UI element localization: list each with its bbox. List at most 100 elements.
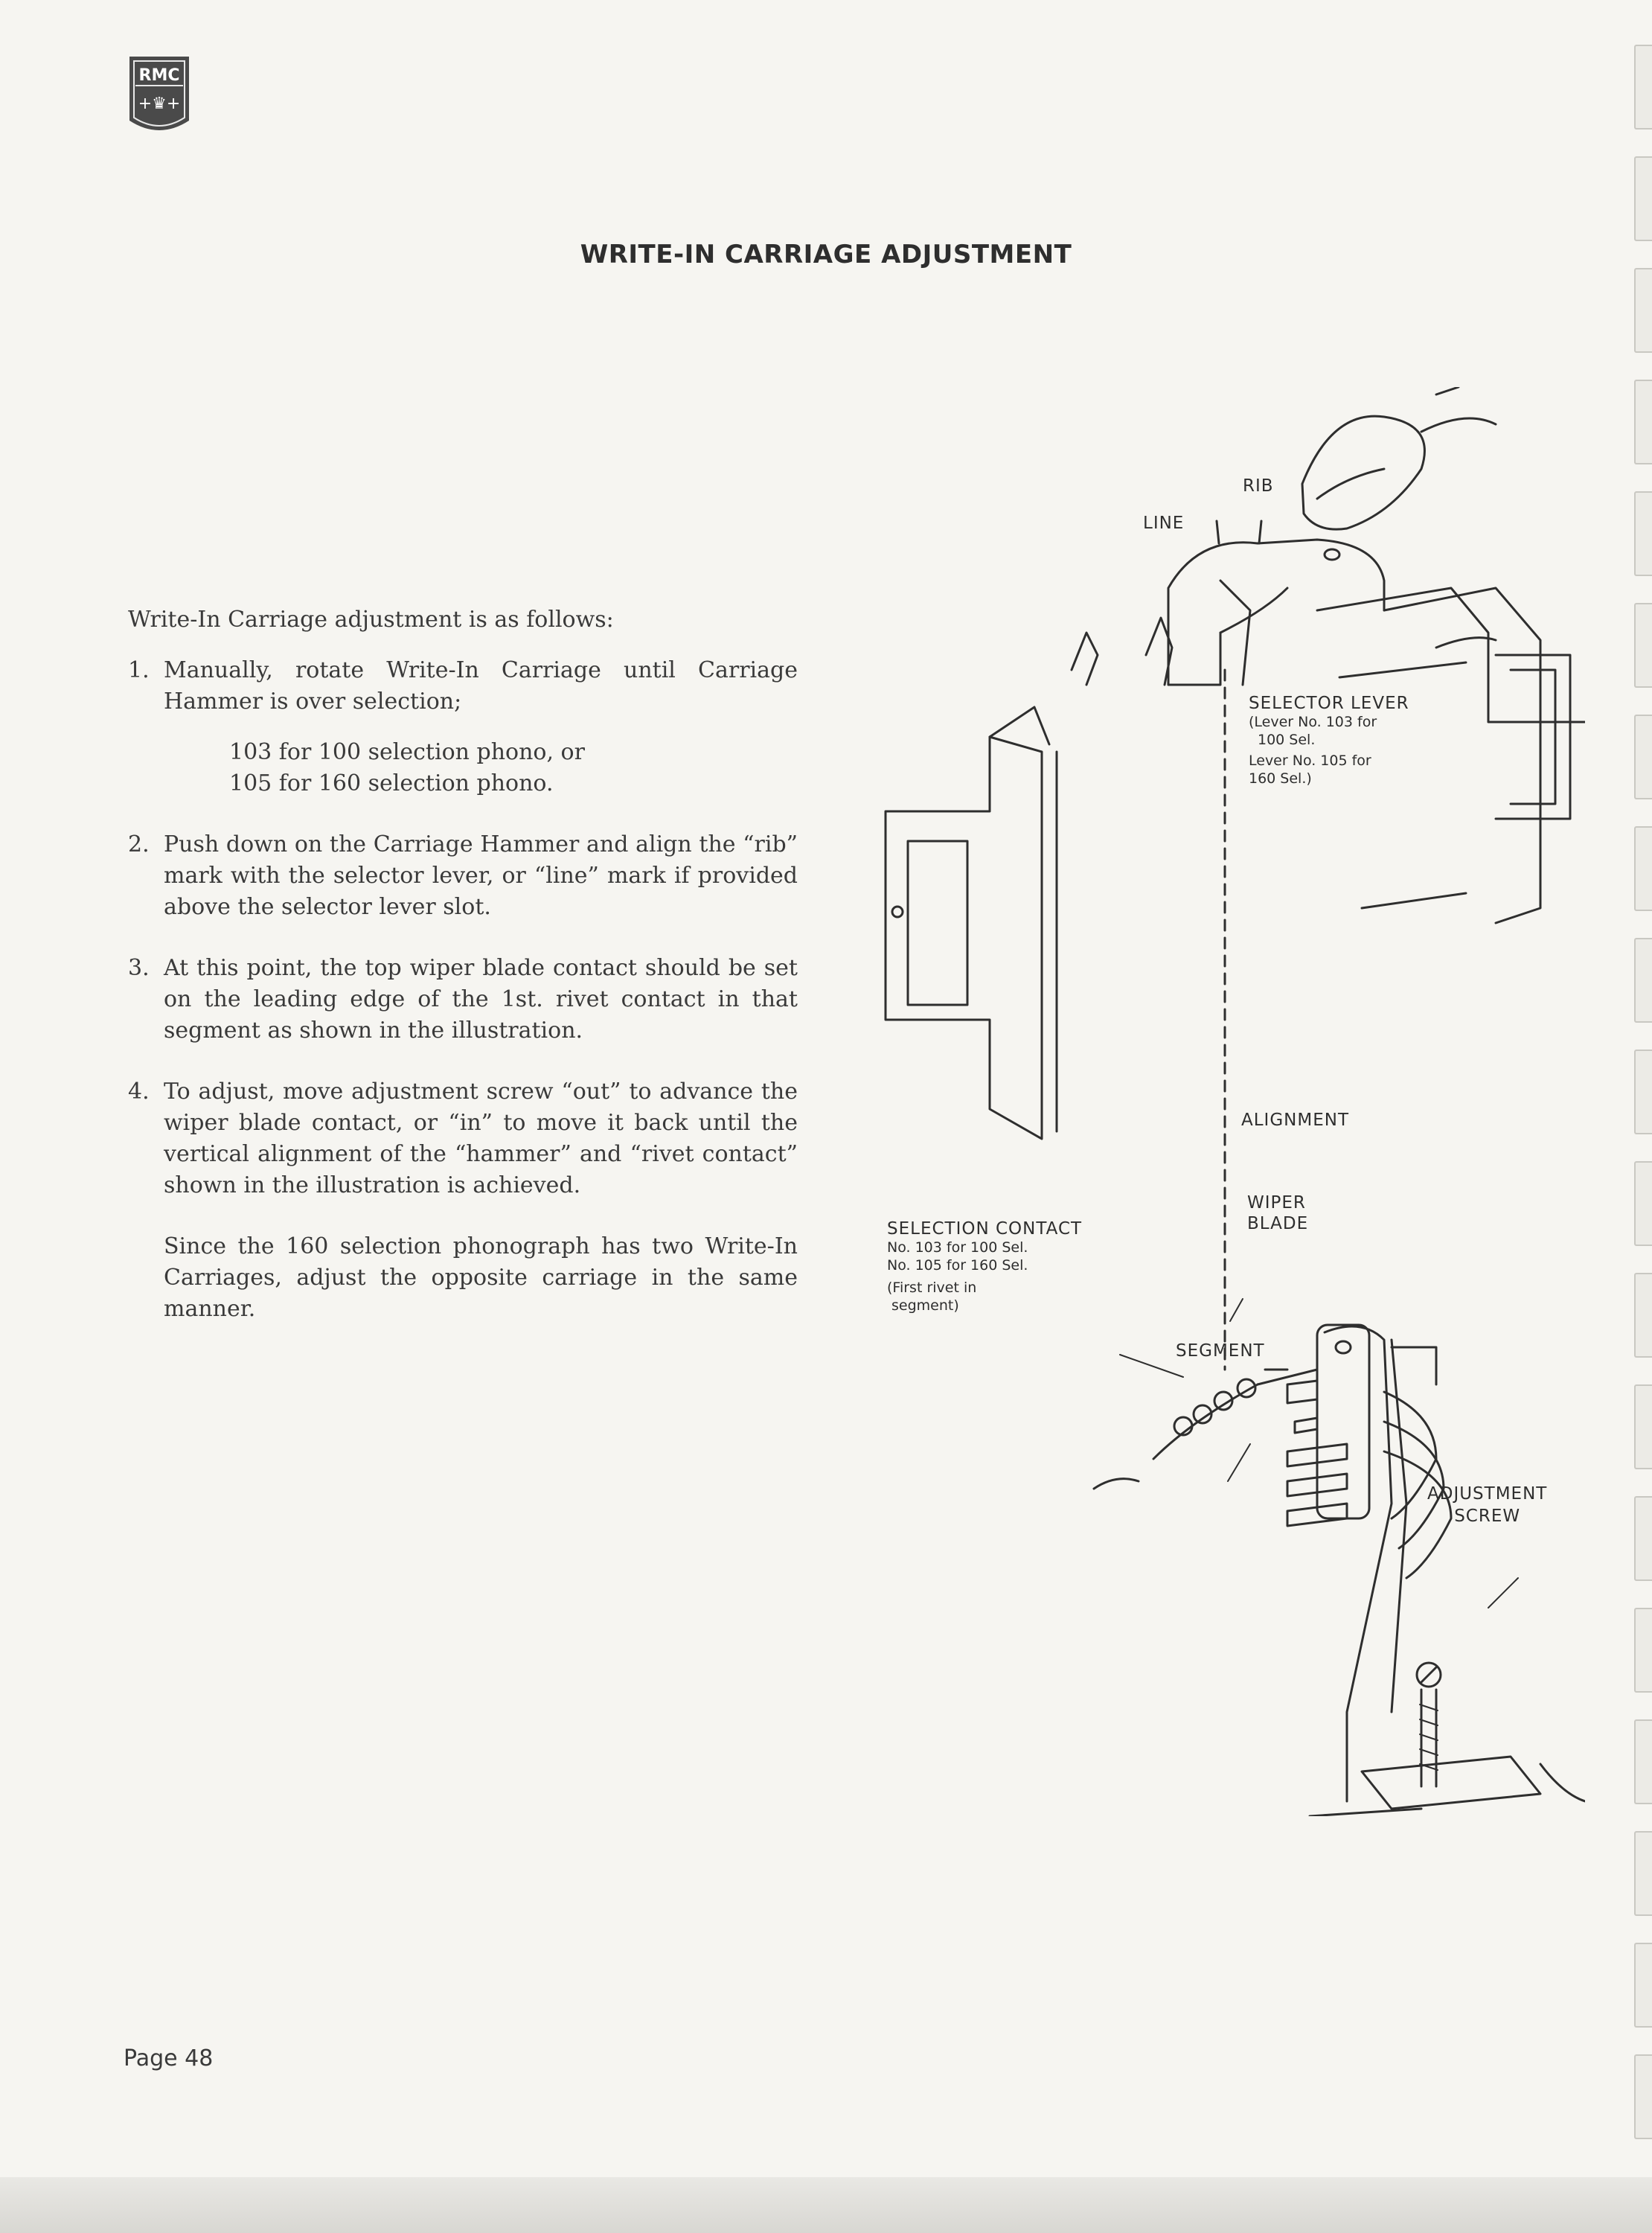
clip-drawing <box>1144 616 1174 686</box>
selector-lever-title: SELECTOR LEVER <box>1249 694 1409 713</box>
mechanism-line <box>1390 1346 1438 1386</box>
step-text: Manually, rotate Write-In Carriage until… <box>164 657 798 715</box>
left-bracket <box>884 735 1043 1140</box>
step-number: 3. <box>128 955 150 981</box>
mechanism-frame <box>1494 654 1572 820</box>
rmc-logo: RMC +♛+ <box>125 52 193 140</box>
index-tab <box>1634 1608 1652 1693</box>
adjustment-screw-line-1: ADJUSTMENT <box>1427 1484 1548 1504</box>
segment-arc <box>1092 1478 1140 1490</box>
label-selector-lever: SELECTOR LEVER (Lever No. 103 for 100 Se… <box>1249 694 1409 788</box>
selection-contact-note: No. 103 for 100 Sel. <box>887 1239 1028 1256</box>
index-tab <box>1634 268 1652 353</box>
left-bracket-edge <box>988 706 1051 746</box>
rivet-contact <box>1192 1404 1213 1425</box>
selector-lever-note: 100 Sel. <box>1258 732 1316 748</box>
wiper-blade-line-2: BLADE <box>1247 1214 1309 1233</box>
selector-lever-note: (Lever No. 103 for <box>1249 714 1377 730</box>
wiper-arm <box>1323 1325 1393 1803</box>
selector-lever-note: 160 Sel.) <box>1249 770 1312 787</box>
index-tabs <box>1622 0 1652 2159</box>
screw-thread <box>1419 1704 1438 1771</box>
label-alignment: ALIGNMENT <box>1241 1111 1349 1130</box>
wiper-blade-line-1: WIPER <box>1247 1193 1306 1213</box>
hammer-edge <box>1219 587 1289 634</box>
index-tab <box>1634 156 1652 241</box>
segment-finger <box>1286 1443 1348 1468</box>
selector-lever-note: Lever No. 105 for <box>1249 753 1371 769</box>
index-tab <box>1634 380 1652 464</box>
fingernail-line <box>1316 467 1386 500</box>
index-tab <box>1634 1496 1652 1581</box>
step-2: 2. Push down on the Carriage Hammer and … <box>128 829 798 923</box>
hammer-hole <box>1323 548 1341 561</box>
leader-line <box>1119 1354 1184 1378</box>
step-1: 1. Manually, rotate Write-In Carriage un… <box>128 655 798 799</box>
segment-finger <box>1286 1502 1348 1527</box>
logo-crest: +♛+ <box>138 95 181 113</box>
index-tab <box>1634 1273 1652 1358</box>
index-tab <box>1634 1719 1652 1804</box>
hammer-block <box>1167 631 1222 686</box>
index-tab <box>1634 1050 1652 1134</box>
carriage-drawing <box>884 386 1631 1818</box>
segment-finger <box>1293 1416 1319 1434</box>
hammer-top <box>1167 538 1386 634</box>
step-text: To adjust, move adjustment screw “out” t… <box>164 1079 798 1198</box>
mechanism-side <box>1383 587 1542 924</box>
intro-text: Write-In Carriage adjustment is as follo… <box>128 607 614 633</box>
wire-curve <box>1383 1450 1453 1579</box>
selection-contact-title: SELECTION CONTACT <box>887 1219 1083 1239</box>
step-3: 3. At this point, the top wiper blade co… <box>128 953 798 1047</box>
index-tab <box>1634 491 1652 576</box>
closing-text: Since the 160 selection phonograph has t… <box>164 1233 798 1322</box>
step-4: 4. To adjust, move adjustment screw “out… <box>128 1076 798 1201</box>
index-tab <box>1634 715 1652 799</box>
step-subitems: 103 for 100 selection phono, or 105 for … <box>164 737 798 799</box>
label-line: LINE <box>1143 514 1185 533</box>
finger-drawing <box>1301 415 1426 531</box>
mechanism-line <box>1360 892 1467 910</box>
left-bracket-window <box>906 840 969 1006</box>
adjustment-screw-line-2: SCREW <box>1454 1507 1521 1526</box>
index-tab <box>1634 45 1652 130</box>
clip-drawing <box>1070 631 1099 686</box>
mechanism-line <box>1435 636 1497 649</box>
wiper-blade-line <box>1256 1368 1319 1386</box>
label-rib: RIB <box>1243 476 1274 496</box>
left-bracket-hole <box>891 905 904 919</box>
index-tab <box>1634 1161 1652 1246</box>
index-tab <box>1634 826 1652 911</box>
screw-base <box>1360 1755 1542 1810</box>
selector-lever-drawing <box>1219 579 1252 686</box>
leader-line <box>1258 520 1263 545</box>
base-line <box>1308 1807 1423 1818</box>
step-number: 4. <box>128 1079 150 1105</box>
label-wiper-blade: WIPER BLADE <box>1247 1192 1308 1234</box>
base-line <box>1539 1763 1587 1803</box>
leader-line <box>1229 1298 1243 1322</box>
index-tab <box>1634 938 1652 1023</box>
step-subitem: 103 for 100 selection phono, or <box>229 739 585 765</box>
label-selection-contact: SELECTION CONTACT No. 103 for 100 Sel. N… <box>887 1219 1082 1314</box>
page-number: Page 48 <box>124 2045 214 2071</box>
label-segment: SEGMENT <box>1176 1341 1265 1361</box>
index-tab <box>1634 1831 1652 1916</box>
wire-curve <box>1383 1420 1445 1550</box>
screw-head <box>1415 1661 1442 1688</box>
index-tab <box>1634 1384 1652 1469</box>
step-number: 2. <box>128 831 150 857</box>
index-tab <box>1634 1943 1652 2028</box>
instructions: Write-In Carriage adjustment is as follo… <box>128 604 798 1325</box>
page-bottom-edge <box>0 2177 1652 2233</box>
step-text: Push down on the Carriage Hammer and ali… <box>164 831 798 920</box>
wiper-plate-hole <box>1334 1340 1352 1355</box>
segment-arc <box>1152 1383 1259 1460</box>
step-subitem: 105 for 160 selection phono. <box>229 770 554 796</box>
mechanism-body <box>1316 587 1631 723</box>
segment-contact <box>1286 1379 1319 1405</box>
leader-line <box>1215 520 1220 545</box>
mechanism-line <box>1338 661 1467 679</box>
screw-slot <box>1420 1666 1438 1684</box>
index-tab <box>1634 2054 1652 2139</box>
